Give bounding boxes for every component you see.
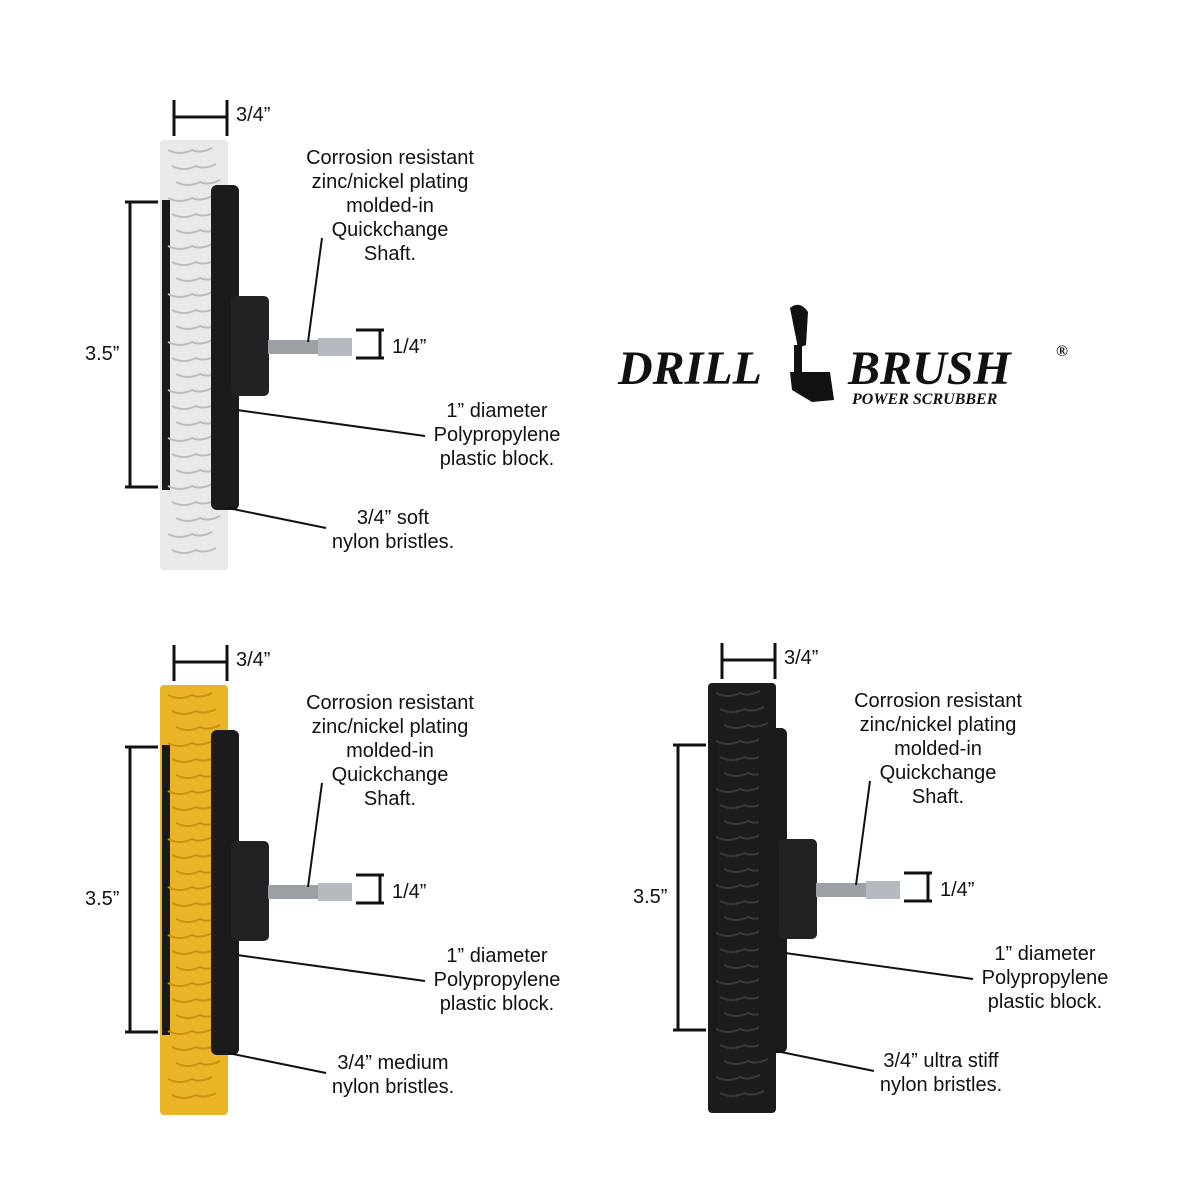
shaft-note-line: Quickchange [332,219,449,241]
shaft-note-line: molded-in [346,195,434,217]
block-note-line: 1” diameter [994,943,1095,965]
brush-panel-white: 3/4” 3.5” 1/4” Corrosion resistantzinc/nick… [85,100,560,570]
block-note-line: plastic block. [440,993,555,1015]
block-note-line: Polypropylene [982,967,1109,989]
leader-line [307,237,323,343]
hub [231,841,269,941]
shaft-note-line: Quickchange [880,762,997,784]
shaft-note-line: zinc/nickel plating [860,714,1017,736]
block-note-line: 1” diameter [446,945,547,967]
leader-line [236,409,426,437]
width-dimension-label: 3/4” [236,104,270,126]
block-note-line: Polypropylene [434,424,561,446]
shaft-note-line: Corrosion resistant [306,147,474,169]
shaft-note-line: Shaft. [364,243,416,265]
hub [231,296,269,396]
leader-line [227,1052,327,1074]
shaft-note-line: Shaft. [364,788,416,810]
width-dimension-label: 3/4” [236,649,270,671]
plastic-block [759,728,787,1053]
brush-panel-black: 3/4” 3.5” 1/4” Corrosion resistantzinc/nick… [633,643,1108,1113]
logo-word-brush: BRUSH [847,342,1012,395]
registered-mark: ® [1056,343,1068,360]
height-dimension-label: 3.5” [85,343,119,365]
block-note-line: plastic block. [440,448,555,470]
leader-line [784,952,974,980]
bristle-note-line: 3/4” soft [357,507,430,529]
leader-line [307,782,323,888]
logo-word-drill: DRILL [617,342,762,395]
block-note-line: plastic block. [988,991,1103,1013]
shaft-note-line: zinc/nickel plating [312,716,469,738]
shaft-note-line: Corrosion resistant [854,690,1022,712]
bristle-note-line: nylon bristles. [332,531,454,553]
leader-line [236,954,426,982]
brush-panel-yellow: 3/4” 3.5” 1/4” Corrosion resistantzinc/nick… [85,645,560,1115]
shaft-dimension-label: 1/4” [392,336,426,358]
leader-line [855,780,871,886]
shaft-note-line: zinc/nickel plating [312,171,469,193]
shaft-dimension-label: 1/4” [392,881,426,903]
height-dimension-label: 3.5” [85,888,119,910]
bristle-note-line: nylon bristles. [332,1076,454,1098]
height-dimension-label: 3.5” [633,886,667,908]
logo-tagline: POWER SCRUBBER [851,391,998,408]
shaft-note-line: Shaft. [912,786,964,808]
block-note-line: Polypropylene [434,969,561,991]
hub [779,839,817,939]
bristle-note-line: 3/4” medium [337,1052,448,1074]
width-dimension-label: 3/4” [784,647,818,669]
shaft-dimension-label: 1/4” [940,879,974,901]
plastic-block [211,730,239,1055]
drillbrush-logo: DRILL BRUSH POWER SCRUBBER ® [617,304,1068,408]
block-note-line: 1” diameter [446,400,547,422]
plastic-block [211,185,239,510]
leader-line [227,507,327,529]
bristle-note-line: nylon bristles. [880,1074,1002,1096]
shaft-note-line: molded-in [894,738,982,760]
shaft-note-line: Corrosion resistant [306,692,474,714]
shaft-note-line: Quickchange [332,764,449,786]
drill-icon [790,304,834,402]
bristle-note-line: 3/4” ultra stiff [883,1050,999,1072]
leader-line [775,1050,875,1072]
shaft-note-line: molded-in [346,740,434,762]
